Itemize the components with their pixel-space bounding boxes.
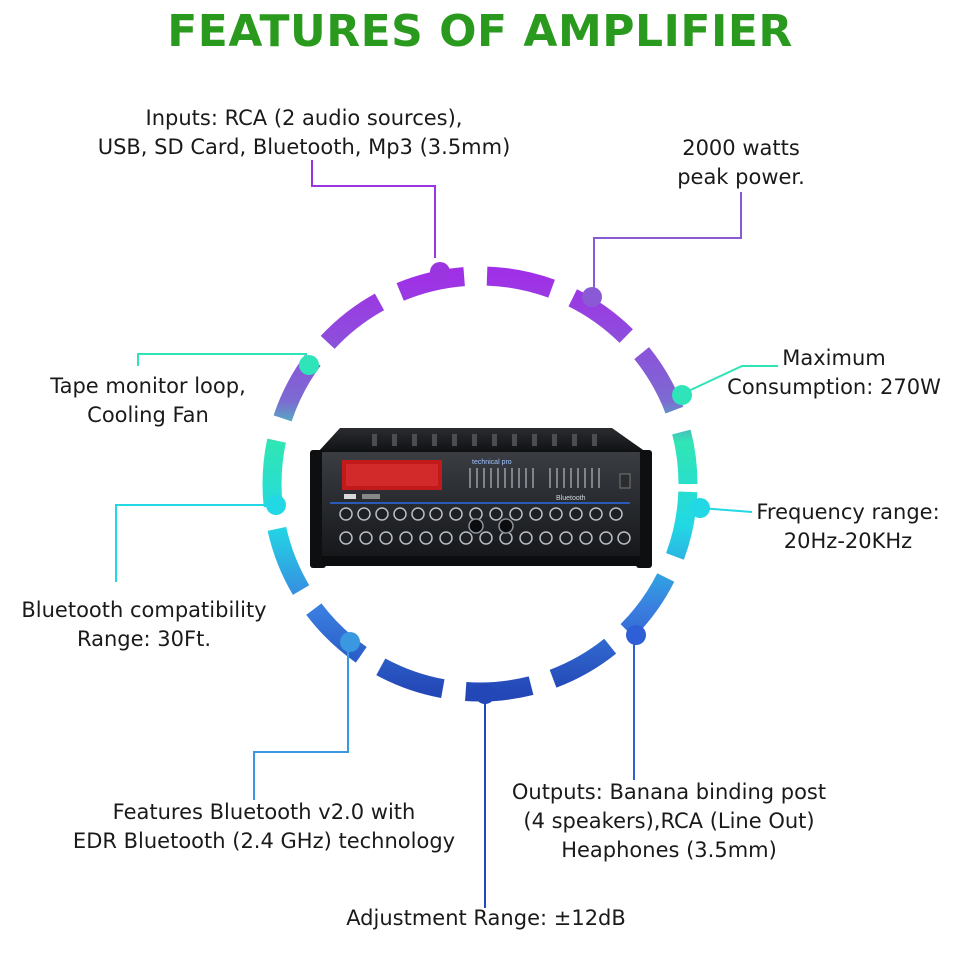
dot-peak-power xyxy=(582,287,602,307)
feature-max-consumption-line2: Consumption: 270W xyxy=(727,375,941,399)
feature-bt-version-line1: Features Bluetooth v2.0 with xyxy=(112,800,416,824)
feature-inputs-line1: Inputs: RCA (2 audio sources), xyxy=(145,106,463,130)
feature-peak-power-line1: 2000 watts xyxy=(682,136,800,160)
amp-power-switch xyxy=(619,473,631,489)
dot-outputs xyxy=(626,625,646,645)
page-title: FEATURES OF AMPLIFIER xyxy=(167,6,793,57)
leader-bt-version xyxy=(253,643,349,800)
feature-bt-range-line2: Range: 30Ft. xyxy=(76,627,212,651)
feature-frequency-line2: 20Hz-20KHz xyxy=(783,529,913,553)
leader-peak-power xyxy=(593,192,742,288)
dot-bt-range xyxy=(266,495,286,515)
feature-adjustment: Adjustment Range: ±12dB xyxy=(312,904,660,933)
sd-slot xyxy=(362,494,380,499)
feature-bt-range-line1: Bluetooth compatibility xyxy=(21,598,267,622)
dot-frequency xyxy=(690,498,710,518)
amp-bluetooth-label: Bluetooth xyxy=(556,495,586,502)
leader-max-consumption xyxy=(681,365,778,395)
leader-inputs xyxy=(311,160,436,258)
feature-tape-monitor-line2: Cooling Fan xyxy=(87,403,209,427)
leader-bt-range xyxy=(115,504,276,582)
amp-lid xyxy=(318,428,646,452)
dot-adjustment xyxy=(475,684,495,704)
feature-frequency-line1: Frequency range: xyxy=(756,500,940,524)
amp-knob-row-bottom xyxy=(339,531,631,545)
amp-knob-row-top xyxy=(339,507,623,521)
feature-bt-version-line2: EDR Bluetooth (2.4 GHz) technology xyxy=(72,829,456,853)
mic-jack-2 xyxy=(498,518,514,534)
amplifier-image: technical pro Bluetooth xyxy=(310,428,652,568)
feature-max-consumption: Maximum Consumption: 270W xyxy=(716,344,952,402)
feature-frequency: Frequency range: 20Hz-20KHz xyxy=(748,498,948,556)
amp-vents xyxy=(372,434,597,446)
feature-outputs-line2: (4 speakers),RCA (Line Out) xyxy=(523,809,815,833)
usb-port xyxy=(344,494,356,499)
dot-max-consumption xyxy=(672,385,692,405)
feature-adjustment-line1: Adjustment Range: ±12dB xyxy=(346,906,626,930)
dot-tape-monitor xyxy=(299,355,319,375)
feature-max-consumption-line1: Maximum xyxy=(782,346,886,370)
feature-tape-monitor: Tape monitor loop, Cooling Fan xyxy=(30,372,266,430)
feature-peak-power: 2000 watts peak power. xyxy=(668,134,814,192)
feature-tape-monitor-line1: Tape monitor loop, xyxy=(50,374,246,398)
feature-bt-range: Bluetooth compatibility Range: 30Ft. xyxy=(10,596,278,654)
feature-peak-power-line2: peak power. xyxy=(677,165,805,189)
amp-eq-sliders xyxy=(469,468,600,488)
feature-outputs-line1: Outputs: Banana binding post xyxy=(511,780,827,804)
feature-outputs-line3: Heaphones (3.5mm) xyxy=(561,838,777,862)
dot-inputs xyxy=(430,262,450,282)
feature-inputs-line2: USB, SD Card, Bluetooth, Mp3 (3.5mm) xyxy=(97,135,511,159)
amp-brand: technical pro xyxy=(472,459,512,466)
feature-inputs: Inputs: RCA (2 audio sources), USB, SD C… xyxy=(86,104,522,162)
mic-jack-1 xyxy=(468,518,484,534)
feature-outputs: Outputs: Banana binding post (4 speakers… xyxy=(496,778,842,865)
dot-bt-version xyxy=(340,632,360,652)
leader-tape-monitor xyxy=(137,353,307,366)
feature-bt-version: Features Bluetooth v2.0 with EDR Bluetoo… xyxy=(48,798,480,856)
amp-base xyxy=(322,556,640,566)
